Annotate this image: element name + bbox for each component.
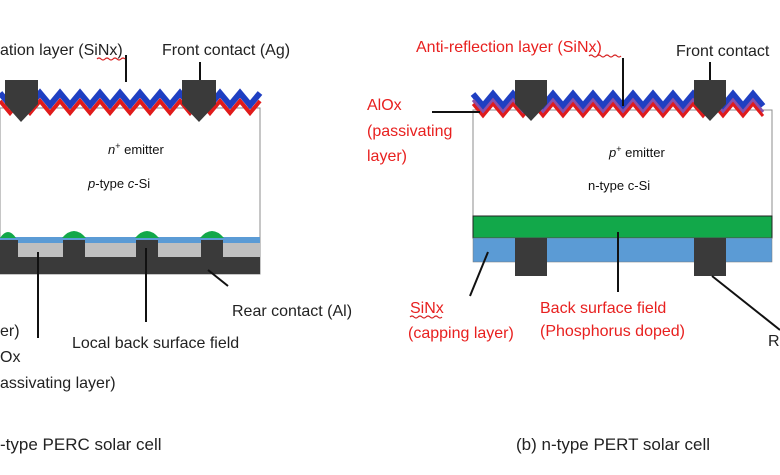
panel-a-front-contact (182, 80, 216, 122)
panel-b-leader-rear (711, 275, 780, 331)
panel-a-label-antireflection: ation layer (SiNx) (0, 42, 123, 59)
panel-b-label-sinx-2: (capping layer) (408, 325, 514, 342)
panel-b-rear-contact (515, 238, 547, 276)
panel-a-label-left-2: Ox (0, 349, 20, 366)
panel-a-antireflection-layer (0, 88, 263, 110)
panel-b-cell-body (472, 109, 773, 217)
panel-b: Anti-reflection layer (SiNx) Front conta… (367, 39, 780, 454)
panel-b-label-alox-2: (passivating (367, 123, 452, 140)
panel-a-spell-squiggle (96, 57, 126, 61)
panel-a-label-front-contact: Front contact (Ag) (162, 42, 290, 59)
panel-b-label-front-contact: Front contact (676, 43, 770, 60)
panel-b-rear-contact (694, 238, 726, 276)
panel-a-leader-rear-contact (207, 269, 229, 287)
panel-a-rear-passivation (0, 237, 260, 243)
panel-a-label-left-1: er) (0, 323, 20, 340)
panel-b-back-surface-field (472, 215, 773, 239)
panel-a-local-bsf (0, 231, 224, 238)
panel-a-label-local-bsf: Local back surface field (72, 335, 239, 352)
panel-b-spell-squiggle (588, 54, 622, 58)
panel-a-label-left-3: assivating layer) (0, 375, 116, 392)
panel-a-label-rear-contact: Rear contact (Al) (232, 303, 352, 320)
panel-b-sinx-squiggle (409, 315, 443, 319)
panel-a-label-emitter: n+ emitter (108, 141, 165, 157)
panel-b-label-alox-1: AlOx (367, 97, 402, 114)
panel-a-label-base: p-type c-Si (87, 176, 150, 191)
panel-a-emitter-layer (0, 97, 262, 117)
panel-b-label-sinx-1: SiNx (410, 300, 444, 317)
panel-b-label-base: n-type c-Si (588, 178, 650, 193)
panel-b-label-alox-3: layer) (367, 148, 407, 165)
panel-b-label-antireflection: Anti-reflection layer (SiNx) (416, 39, 602, 56)
panel-b-caption: (b) n-type PERT solar cell (516, 435, 710, 454)
panel-b-front-contact (694, 80, 726, 121)
panel-b-front-contact (515, 80, 547, 121)
panel-a-caption: -type PERC solar cell (0, 435, 162, 454)
panel-b-leader-sinx (469, 251, 489, 297)
panel-b-label-right-cut: R (768, 333, 780, 350)
panel-a: ation layer (SiNx) Front contact (Ag) n+… (0, 42, 352, 454)
panel-a-front-contact (5, 80, 38, 122)
panel-b-label-bsf-1: Back surface field (540, 300, 666, 317)
panel-b-label-emitter: p+ emitter (608, 144, 666, 160)
panel-b-label-bsf-2: (Phosphorus doped) (540, 323, 685, 340)
